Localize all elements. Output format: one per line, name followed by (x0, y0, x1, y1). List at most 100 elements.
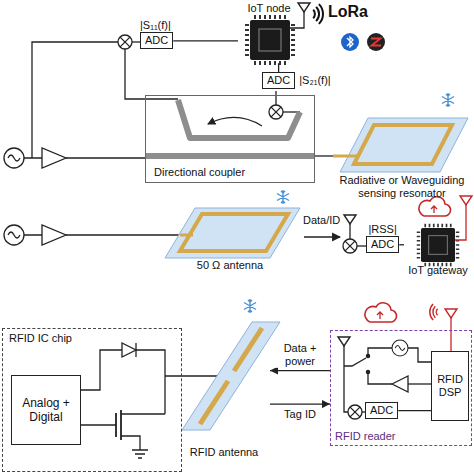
rfid-reader-region: RFID reader ADC RFID DSP (330, 330, 472, 446)
connector (278, 63, 279, 72)
adc-label: ADC (262, 72, 295, 89)
illustration (269, 105, 283, 119)
signal-label: Data/ID (303, 214, 340, 227)
node-label: 50 Ω antenna (197, 259, 263, 272)
reader-antenna-wire (450, 318, 451, 352)
antenna-50-ohm: 50 Ω antenna (160, 203, 300, 272)
tag-circuit (122, 343, 136, 357)
antenna-plate (165, 208, 300, 258)
coupler-waveguide (208, 117, 262, 126)
node-label: |S₁₁(f)| (140, 19, 171, 32)
iot-gateway: IoT gateway (404, 226, 472, 277)
rfid-ic-chip-region: RFID IC chipAnalog + Digital (2, 328, 182, 472)
rfid-antenna: RFID antenna (178, 318, 270, 459)
connector (398, 410, 431, 411)
sensing-resonator-plate (340, 118, 468, 172)
illustration (313, 4, 323, 24)
sensing-resonator-plate (333, 118, 468, 172)
edge-label: Tag ID (282, 409, 318, 422)
illustration (460, 196, 472, 205)
zigbee-icon (371, 39, 381, 46)
zigbee-icon (367, 33, 385, 51)
connector (315, 155, 333, 156)
tag-circuit (121, 436, 140, 450)
coupler-waveguide (145, 153, 315, 159)
node-label: RFID antenna (190, 446, 258, 459)
analog-digital-block: Analog + Digital (11, 375, 81, 445)
illustration (418, 225, 457, 264)
illustration (419, 197, 451, 216)
row1-wiring (24, 12, 304, 158)
reader-circuit (408, 348, 432, 362)
adc-label: ADC (366, 236, 399, 253)
illustration (348, 405, 362, 419)
illustration (430, 304, 438, 320)
reader-circuit (368, 348, 392, 356)
coupler-waveguide (178, 100, 300, 138)
reader-circuit (344, 358, 366, 366)
dsp-box: RFID DSP (431, 351, 469, 421)
connector (270, 403, 330, 404)
adc-block: |S₂₁(f)| ADC (262, 72, 331, 89)
reader-circuit (368, 372, 392, 384)
illustration (343, 239, 357, 253)
tag-circuit (81, 424, 116, 425)
illustration (445, 309, 457, 318)
iot-node-chip: IoT node (238, 2, 300, 63)
tag-circuit (121, 413, 165, 414)
illustration (298, 3, 310, 12)
node-label: RFID reader (335, 430, 396, 443)
node-label: IoT gateway (408, 264, 468, 277)
node-label: ADC (370, 404, 393, 417)
node-label: |S₂₁(f)| (299, 74, 330, 87)
adc-block: |S₁₁(f)|ADC (140, 19, 173, 49)
node-label: Radiative or Waveguiding sensing resonat… (333, 174, 471, 200)
bluetooth-icon (347, 37, 353, 47)
sensing-resonator-plate (354, 125, 452, 164)
node-label: IoT node (247, 2, 290, 15)
illustration (244, 299, 256, 313)
illustration (277, 190, 289, 204)
row1-wiring (32, 42, 118, 158)
node-label: |RSS| (368, 223, 396, 236)
directional-coupler: Directional coupler (145, 95, 315, 183)
illustration (442, 93, 454, 107)
node-label: Directional coupler (154, 166, 245, 179)
rfid-antenna-plate (182, 322, 280, 430)
tag-circuit (132, 450, 148, 458)
signal-arrow (304, 236, 340, 237)
illustration (365, 303, 397, 322)
row1-wiring (275, 91, 276, 105)
antenna-plate (180, 234, 193, 237)
illustration (247, 17, 293, 63)
logo-text: LoRa (328, 2, 368, 21)
bluetooth-icon (341, 33, 359, 51)
adc-box: ADC (365, 402, 398, 419)
coupler-waveguide (145, 100, 315, 156)
reader-circuit (344, 346, 348, 412)
tag-circuit (116, 410, 121, 440)
sensing-resonator-plate (333, 155, 358, 158)
illustration (392, 340, 408, 356)
node-label: Analog + Digital (16, 396, 76, 425)
adc-label: ADC (140, 32, 173, 49)
gateway-antenna-wire (455, 205, 466, 240)
illustration (338, 337, 350, 346)
illustration (4, 148, 24, 168)
reader-circuit (408, 383, 432, 384)
reader-circuit (392, 376, 408, 392)
connector (270, 370, 330, 371)
edge-label: Data + power (270, 341, 330, 367)
node-label: RFID DSP (432, 373, 468, 399)
rfid-antenna-plate (182, 322, 280, 430)
node-label: RFID IC chip (9, 332, 72, 345)
tag-circuit (81, 350, 122, 390)
illustration (118, 35, 132, 49)
illustration (344, 215, 356, 224)
adc-block: |RSS|ADC (366, 223, 399, 253)
illustration (4, 225, 24, 245)
bluetooth-icon (341, 33, 359, 51)
zigbee-icon (367, 33, 385, 51)
rfid-antenna-plate (200, 328, 262, 424)
